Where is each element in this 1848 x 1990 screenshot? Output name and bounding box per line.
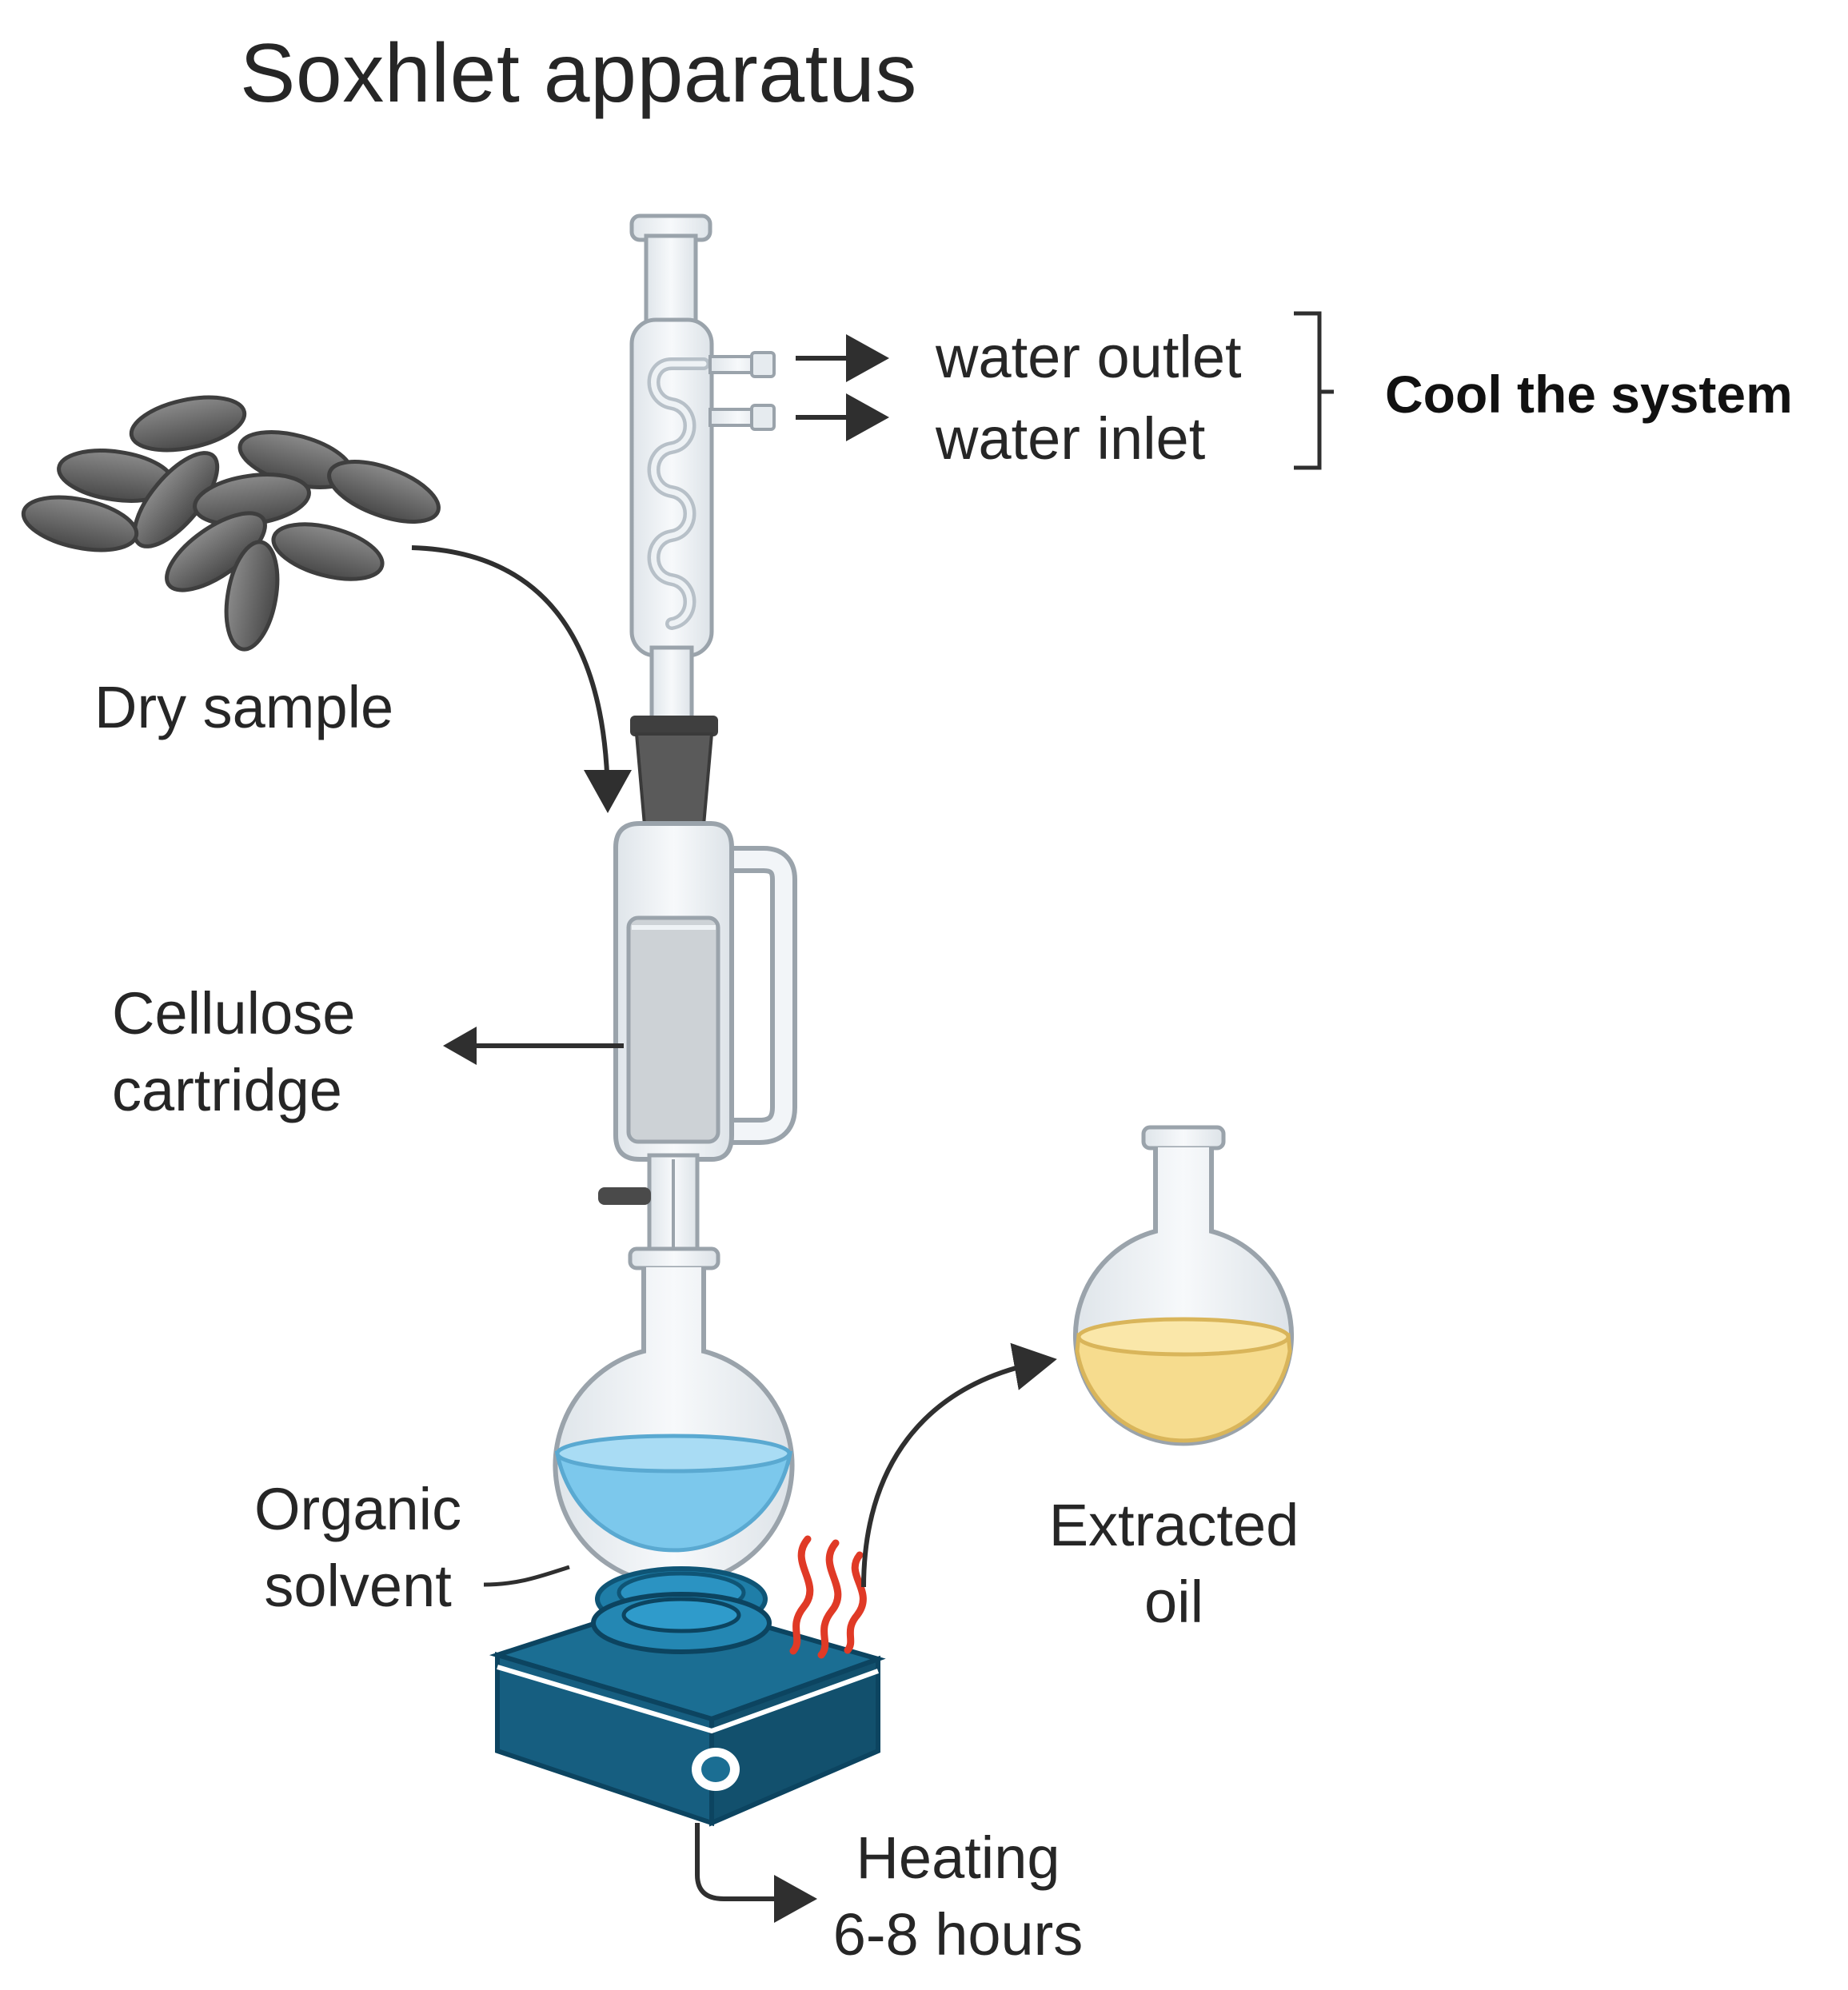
dry-sample-label: Dry sample: [94, 674, 394, 740]
heating-label: Heating 6-8 hours: [832, 1824, 1084, 1968]
cellulose-cartridge: [626, 915, 720, 1144]
stopcock: [598, 1187, 651, 1205]
arrow-dry-sample: [411, 545, 632, 813]
water-inlet-label: water inlet: [936, 405, 1206, 472]
water-inlet-port: [708, 404, 776, 431]
stopper: [630, 716, 718, 827]
solvent-flask: [553, 1246, 795, 1587]
condenser: [629, 213, 776, 722]
heat-waves-icon: [789, 1535, 867, 1659]
extracted-oil-label: Extracted oil: [1048, 1492, 1299, 1635]
page-title: Soxhlet apparatus: [240, 27, 917, 120]
arrow-heating: [695, 1823, 817, 1923]
dry-sample-seeds: [21, 395, 441, 652]
leader-organic-solvent: [483, 1565, 570, 1587]
cool-system-label: Cool the system: [1385, 365, 1793, 424]
extraction-chamber: [598, 821, 797, 1258]
arrow-extracted-oil: [861, 1342, 1057, 1588]
heating-plate: [489, 1566, 886, 1827]
heater-knob: [692, 1748, 740, 1791]
extracted-oil-flask: [1073, 1125, 1294, 1446]
cool-system-bracket: [1294, 311, 1334, 470]
cellulose-cartridge-label: Cellulose cartridge: [112, 980, 356, 1123]
organic-solvent-label: Organic solvent: [254, 1476, 462, 1619]
water-outlet-label: water outlet: [936, 324, 1242, 390]
arrows: [411, 311, 1334, 1923]
water-outlet-port: [708, 351, 776, 378]
